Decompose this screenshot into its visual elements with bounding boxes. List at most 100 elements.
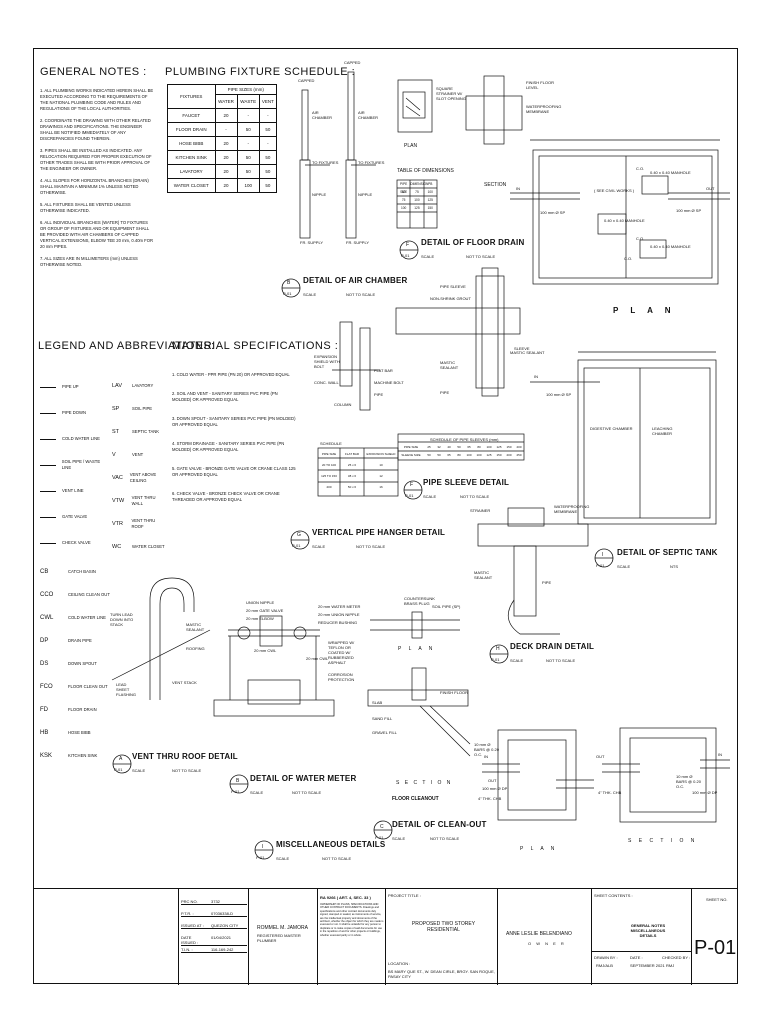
ac-label-to-fixtures-1: TO FIXTURES [312,160,339,165]
deck-label-3: MASTIC SEALANT [474,570,493,580]
septic-plan-label: 0.40 x 0.40 MANHOLE [650,244,691,249]
cleanout-nts: NOT TO SCALE [430,836,460,841]
legend-abbr-code: FCO [40,683,53,690]
septic-section-drawing [530,351,717,525]
hanger-cell: 10 [379,463,383,467]
credential-value: QUEZON CITY [211,923,239,928]
legend-abbr-code: FD [40,706,48,713]
legend-abbr-text: VENT [132,451,144,457]
water-meter-label: 20 mm ELBOW [246,616,274,621]
sleeve-cell: 65 [467,445,471,449]
septic-digestive: DIGESTIVE CHAMBER [590,426,633,431]
pipe-sleeve-drawing [395,267,525,461]
catch-basin-label: OUT [488,778,497,783]
material-spec-item: 4. STORM DRAINAGE - SANITARY SERIES PVC … [172,441,285,452]
sleeve-cell: PIPE SIZE [403,445,419,449]
legend-line-icon [40,464,56,466]
floor-drain-title: DETAIL OF FLOOR DRAIN [421,238,525,247]
co-label-5: SAND FILL [372,716,393,721]
septic-tank-sheet: P-01 [596,563,605,568]
legend-line-icon [40,490,56,492]
fixture-size: 50 [258,150,278,165]
water-meter-num: B [236,778,240,784]
credential-value: 01/04/2021 [211,935,232,940]
sleeve-cell: 150 [506,445,512,449]
fixture-schedule-table: FIXTURES PIPE SIZES (mm) WATER WASTE VEN… [167,84,278,193]
dimension-cell: DIMENSION [410,182,429,186]
legend-symbol-label: PIPE DOWN [62,410,86,415]
project-title: PROPOSED TWO STOREY RESIDENTIAL [411,921,476,933]
legend-abbr-text: COLD WATER LINE [68,614,106,620]
credential-value: 3732 [211,899,220,904]
catch-basin-label: 100 mm Ø DP [692,790,718,795]
credential-label: T.I.N. : [181,947,193,952]
hanger-nts: NOT TO SCALE [356,544,386,549]
water-meter-label: 20 mm WATER METER [318,604,361,609]
hanger-sheet: P-01 [292,543,301,548]
vent-label-4: LEAD SHEET FLASHING [116,682,137,697]
ra-text: OWNERSHIP OF PLANS, SPECIFICATIONS AND O… [320,903,384,937]
septic-plan-title: P L A N [613,306,676,315]
water-meter-label: 20 mm CWL [254,648,277,653]
catch-basin-label: IN [718,752,722,757]
credential-label: DATE ISSUED : [181,935,199,945]
date2-value: SEPTEMBER 2021 [630,963,665,968]
legend-abbr-code: LAV [112,382,122,389]
hanger-cell: EXPANSION SHIELD WITH BOLT [366,452,396,456]
co-label-4: SLAB [372,700,383,705]
general-notes-list: 1. ALL PLUMBING WORKS INDICATED HEREIN S… [40,88,155,274]
water-meter-title: DETAIL OF WATER METER [250,774,357,783]
sheet-no-value: P-01 [694,937,737,959]
septic-in: IN [534,374,538,379]
water-meter-label: 20 mm GATE VALVE [246,608,284,613]
cleanout-num: C [380,824,384,830]
ps-label-4: PIPE [440,390,450,395]
water-meter-label: 20 mm CWL [306,656,329,661]
hanger-scale: SCALE [312,544,326,549]
sleeve-cell: 65 [447,453,451,457]
legend-symbol-row: PIPE DOWN [40,400,110,426]
legend-abbr-text: HOSE BIBB [68,729,91,735]
septic-plan-label: ( SEE CIVIL WORKS ) [594,188,635,193]
credential-label: P.T.R. : [181,911,194,916]
dimension-cell: 100 [414,198,420,202]
credential-row: DATE ISSUED : 01/04/2021 [181,935,247,946]
credential-value: 07036338-D [211,911,234,916]
catch-basin-section-label: S E C T I O N [628,838,698,844]
fd-label-membrane: WATERPROOFING MEMBRANE [526,104,562,114]
septic-tank-scale: SCALE [617,564,631,569]
hanger-label-5: MACHINE BOLT [374,380,404,385]
septic-plan-label: OUT [706,186,715,191]
septic-tank-title: DETAIL OF SEPTIC TANK [617,548,718,557]
legend-symbol-row: CHECK VALVE [40,530,110,556]
legend-abbr-text: WATER CLOSET [132,543,165,549]
septic-plan-label: C.O. [636,166,645,171]
ac-label-capped-1: CAPPED [298,78,315,83]
tb-sheet-no: SHEET NO. P-01 [691,889,738,985]
legend-abbr-code: SP [112,405,120,412]
detail-tag-circles [112,240,614,860]
co-label-1: COUNTERSUNK BRASS PLUG [404,596,435,606]
hanger-cell: 25 x 6 [347,463,357,467]
dimension-cell: PB [428,182,433,186]
cleanout-drawing [367,611,471,757]
ac-label-air-chamber-1: AIR CHAMBER [312,110,333,120]
septic-plan-label: 100 mm Ø SP [676,208,702,213]
ac-label-air-chamber-2: AIR CHAMBER [358,110,379,120]
sleeve-cell: 80 [477,445,481,449]
air-chamber-nts: NOT TO SCALE [346,292,376,297]
dimension-table-title: TABLE OF DIMENSIONS [397,168,454,174]
